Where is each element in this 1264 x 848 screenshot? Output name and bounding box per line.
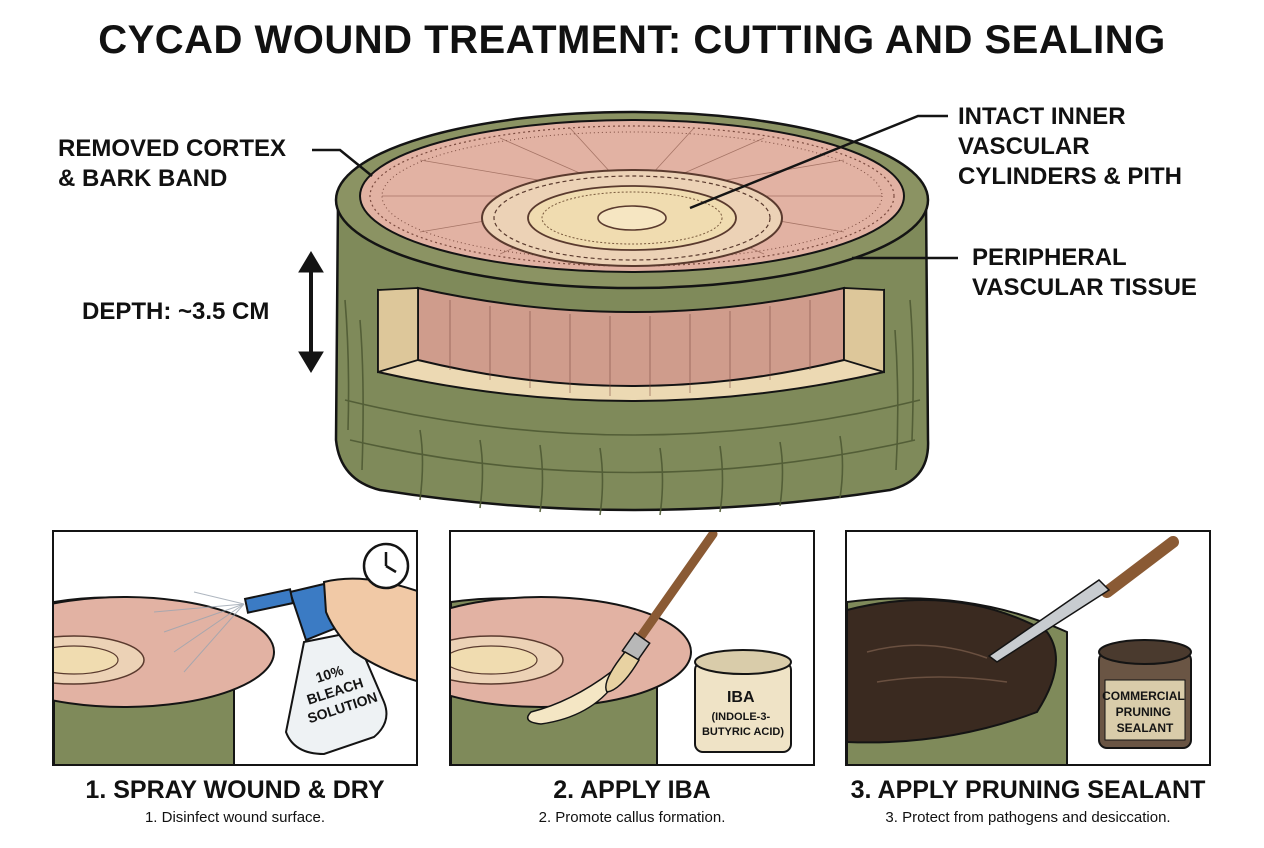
step-panel-1: 10% BLEACH SOLUTION — [52, 530, 418, 766]
step-3-title: 3. APPLY PRUNING SEALANT — [850, 776, 1206, 804]
spray-bottle-icon: 10% BLEACH SOLUTION — [243, 582, 388, 756]
page-title: CYCAD WOUND TREATMENT: CUTTING AND SEALI… — [98, 18, 1166, 62]
iba-jar: IBA (INDOLE-3- BUTYRIC ACID) — [694, 649, 792, 753]
paintbrush-icon — [605, 532, 718, 693]
step-3-description: 3. Protect from pathogens and desiccatio… — [885, 809, 1171, 826]
svg-text:COMMERCIAL PRUNING: COMMERCIAL PRUNING SEALANT — [1102, 689, 1188, 735]
bark-texture — [344, 299, 921, 516]
hand — [322, 577, 416, 682]
sealant-coating — [847, 599, 1057, 744]
step-2-description: 2. Promote callus formation. — [538, 809, 726, 826]
callout-peripheral: PERIPHERAL VASCULAR TISSUE — [972, 244, 1197, 301]
step-panel-2: IBA (INDOLE-3- BUTYRIC ACID) — [449, 530, 815, 766]
svg-text:IBA (INDOLE-3-: IBA (INDOLE-3- BUTYRIC ACID) — [702, 689, 784, 738]
callout-removed-cortex: REMOVED CORTEX & BARK BAND — [58, 135, 287, 192]
callout-depth: DEPTH: ~3.5 CM — [82, 298, 270, 325]
pith — [597, 205, 667, 231]
sealant-jar: COMMERCIAL PRUNING SEALANT — [1098, 639, 1192, 749]
clock-icon — [362, 542, 410, 590]
spatula-icon — [987, 536, 1179, 663]
callout-inner-vascular: INTACT INNER VASCULAR CYLINDERS & PITH — [958, 103, 1183, 190]
step-panel-3: COMMERCIAL PRUNING SEALANT — [845, 530, 1211, 766]
step-2-title: 2. APPLY IBA — [553, 776, 711, 804]
step-1-description: 1. Disinfect wound surface. — [144, 809, 326, 826]
step-1-title: 1. SPRAY WOUND & DRY — [85, 776, 385, 804]
depth-arrow-icon — [298, 251, 324, 373]
leader-lines — [312, 114, 958, 260]
spray-mist — [153, 591, 245, 673]
stump-illustration — [298, 110, 958, 516]
